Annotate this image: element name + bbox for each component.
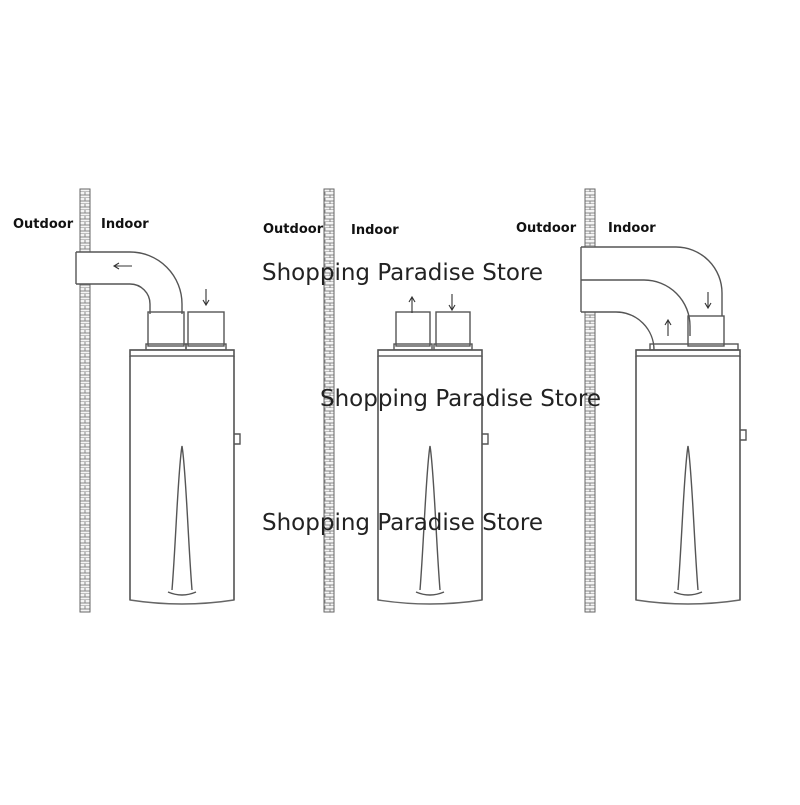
water-tank-3 bbox=[635, 349, 741, 605]
wall-2 bbox=[323, 188, 335, 613]
wall-1-lower bbox=[79, 283, 91, 613]
airflow-arrow-up-2 bbox=[408, 295, 416, 313]
indoor-label-1: Indoor bbox=[101, 217, 149, 232]
airflow-arrow-up-3 bbox=[664, 318, 672, 336]
indoor-label-2: Indoor bbox=[351, 223, 399, 238]
duct-collar-1a bbox=[147, 311, 185, 347]
outdoor-label-1: Outdoor bbox=[13, 217, 74, 232]
wall-3-lower bbox=[584, 311, 596, 613]
duct-collar-2a bbox=[395, 311, 431, 347]
duct-elbow-3-middle bbox=[581, 279, 691, 336]
variant-2-installation bbox=[323, 188, 489, 613]
duct-collar-3 bbox=[687, 315, 725, 347]
tank-side-fitting-2 bbox=[482, 433, 489, 445]
wall-3-upper bbox=[584, 188, 596, 248]
tank-side-fitting-3 bbox=[740, 429, 747, 441]
watermark-top: Shopping Paradise Store bbox=[262, 260, 544, 286]
variant-3-installation bbox=[580, 188, 747, 613]
duct-elbow-3-inner bbox=[581, 311, 655, 351]
outdoor-label-2: Outdoor bbox=[263, 222, 324, 237]
wall-1-upper bbox=[79, 188, 91, 253]
airflow-arrow-down-2 bbox=[448, 294, 456, 312]
variant-1-installation bbox=[75, 188, 241, 613]
outdoor-label-3: Outdoor bbox=[516, 221, 577, 236]
tank-flame-3 bbox=[677, 445, 699, 591]
duct-collar-2b bbox=[435, 311, 471, 347]
airflow-arrow-out-1 bbox=[112, 262, 132, 270]
indoor-label-3: Indoor bbox=[608, 221, 656, 236]
tank-flame-2 bbox=[419, 445, 441, 591]
duct-collar-1b bbox=[187, 311, 225, 347]
tank-flame-1 bbox=[171, 445, 193, 591]
watermark-bottom: Shopping Paradise Store bbox=[262, 510, 544, 536]
tank-side-fitting-1 bbox=[234, 433, 241, 445]
water-tank-1 bbox=[129, 349, 235, 605]
watermark-middle: Shopping Paradise Store bbox=[320, 386, 602, 412]
airflow-arrow-in-1 bbox=[202, 289, 210, 307]
duct-elbow-1 bbox=[75, 251, 183, 314]
water-tank-2 bbox=[377, 349, 483, 605]
duct-elbow-3-outer bbox=[580, 246, 723, 316]
airflow-arrow-down-3 bbox=[704, 292, 712, 310]
